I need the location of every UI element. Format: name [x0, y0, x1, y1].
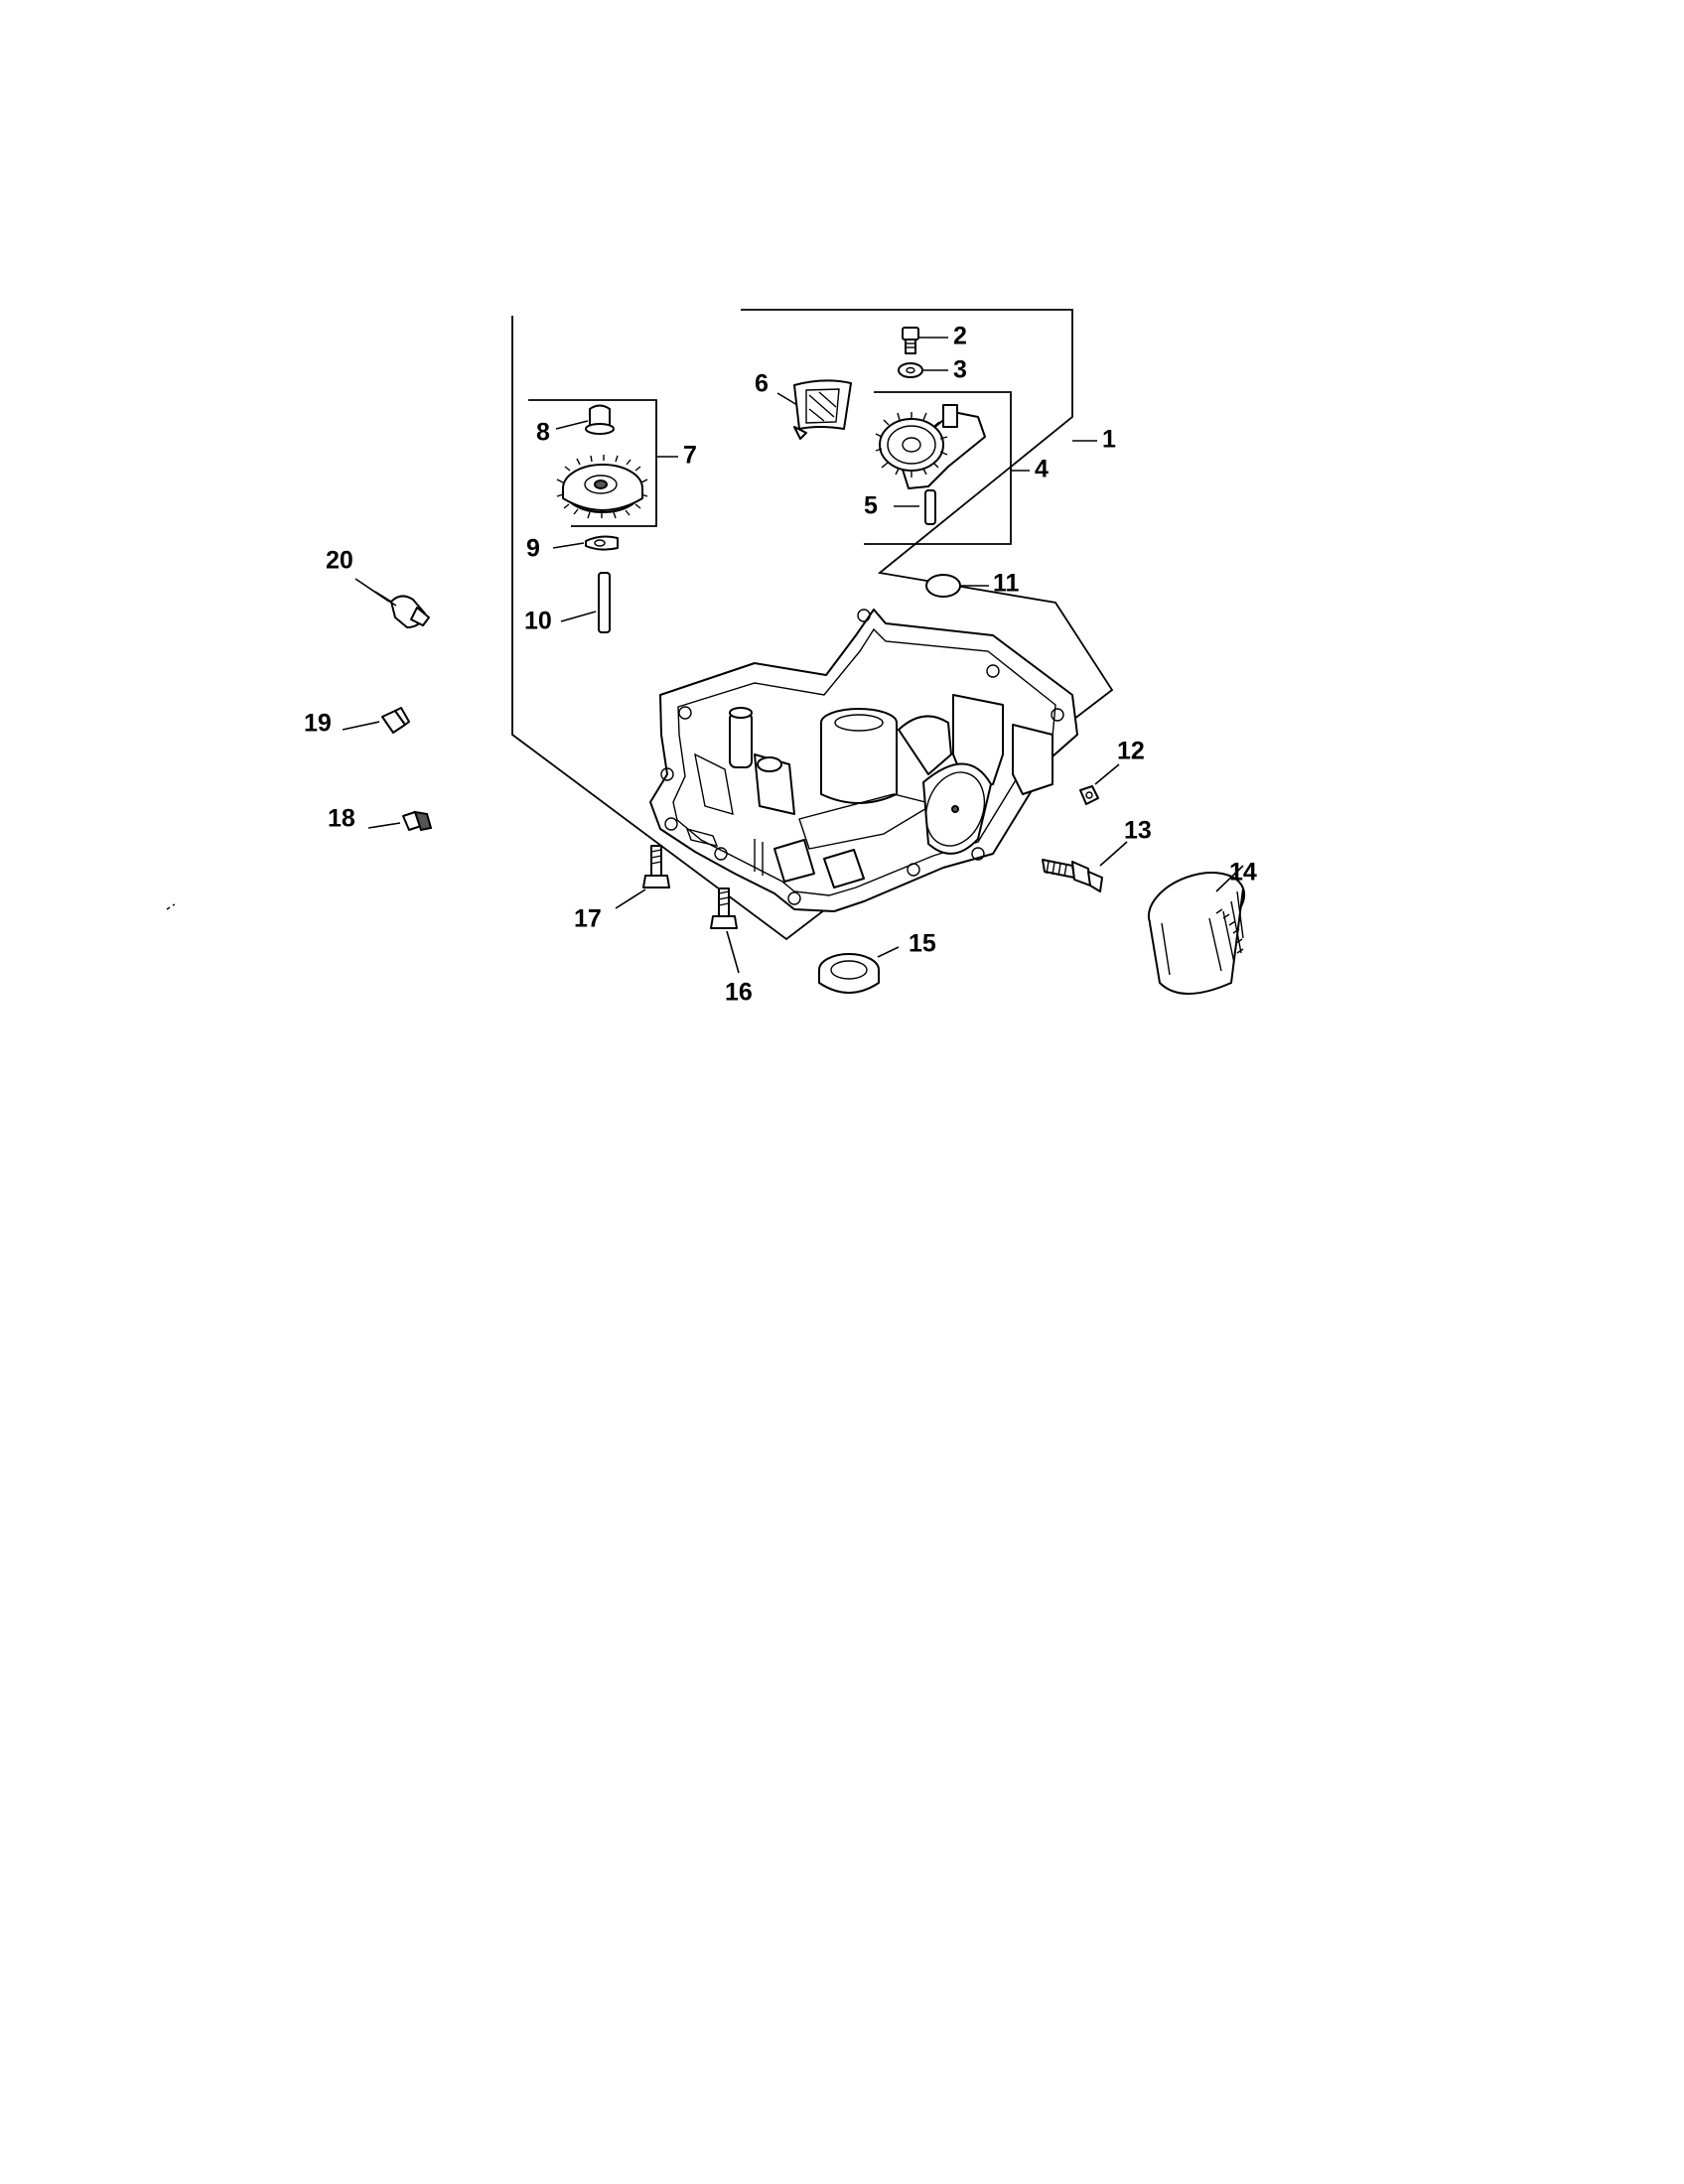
- leader-17: [615, 888, 646, 909]
- leader-15: [877, 946, 900, 958]
- gear-subassembly-7: [556, 455, 648, 519]
- leader-9: [552, 542, 585, 549]
- callout-16: 16: [725, 979, 753, 1007]
- oil-pan-housing: [649, 609, 1078, 912]
- tab-washer-part-9: [585, 535, 619, 551]
- screw-part-2: [902, 327, 919, 354]
- callout-8: 8: [536, 419, 550, 447]
- callout-2: 2: [953, 323, 967, 350]
- callout-7: 7: [683, 442, 697, 470]
- nipple-part-13: [1042, 859, 1103, 892]
- drain-plug-part-18: [402, 810, 433, 832]
- leader-16: [726, 930, 740, 974]
- leader-19: [342, 721, 380, 731]
- callout-12: 12: [1117, 738, 1145, 765]
- shaft-part-10: [598, 572, 611, 633]
- pin-part-5: [924, 489, 936, 525]
- washer-part-3: [898, 362, 923, 378]
- cap-part-8: [585, 404, 615, 435]
- leader-10: [560, 611, 597, 622]
- callout-19: 19: [304, 710, 332, 738]
- leader-18: [367, 822, 401, 829]
- scan-mark: [166, 903, 176, 910]
- plug-part-19: [381, 707, 410, 734]
- leader-6: [776, 392, 798, 406]
- callout-17: 17: [574, 905, 602, 933]
- o-ring-part-11: [925, 574, 961, 598]
- callout-18: 18: [328, 805, 355, 833]
- callout-13: 13: [1124, 817, 1152, 845]
- seal-part-15: [818, 953, 880, 994]
- leader-13: [1099, 841, 1128, 867]
- callout-20: 20: [326, 547, 353, 575]
- bearing-shell-part-6: [793, 379, 852, 440]
- bolt-part-16: [710, 887, 738, 929]
- oil-filter-part-14: [1147, 872, 1246, 995]
- callout-10: 10: [524, 608, 552, 635]
- bolt-part-17: [642, 845, 670, 888]
- leader-8: [555, 420, 589, 430]
- leader-12: [1094, 763, 1120, 785]
- callout-5: 5: [864, 492, 878, 520]
- callout-14: 14: [1229, 859, 1257, 887]
- callout-11: 11: [993, 570, 1020, 598]
- assembly-bracket-outline: [511, 309, 1114, 941]
- leader-20: [354, 578, 390, 603]
- leader-14: [1215, 865, 1244, 892]
- callout-15: 15: [909, 930, 936, 958]
- callout-9: 9: [526, 535, 540, 563]
- nut-part-12: [1079, 785, 1099, 805]
- oil-pump-part-4: [875, 404, 986, 489]
- callout-6: 6: [755, 370, 769, 398]
- subassembly-bracket-4: [864, 391, 1012, 545]
- callout-3: 3: [953, 356, 967, 384]
- subassembly-bracket-7: [528, 399, 657, 527]
- callout-4: 4: [1035, 456, 1049, 483]
- callout-1: 1: [1102, 426, 1116, 454]
